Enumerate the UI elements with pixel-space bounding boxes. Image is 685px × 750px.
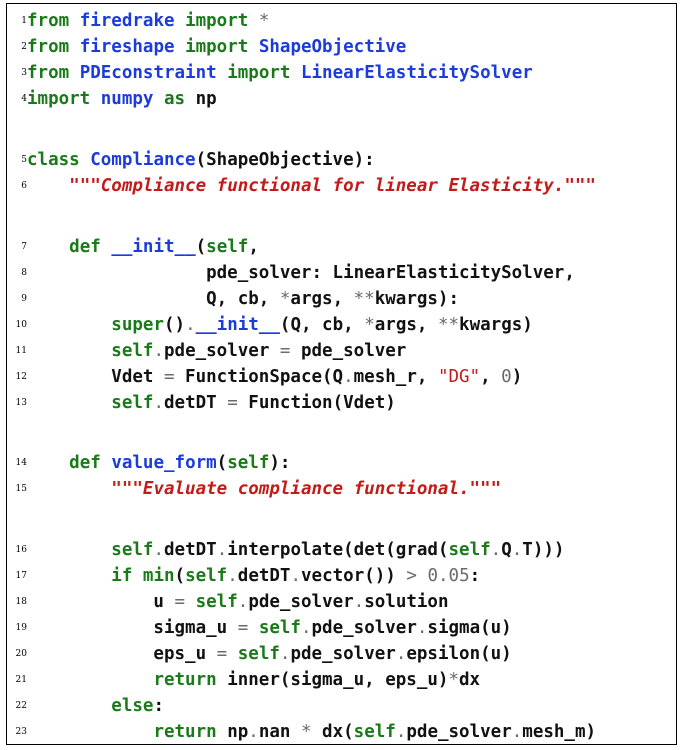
code-text: self.pde_solver = pde_solver bbox=[111, 341, 407, 361]
line-number: 17 bbox=[15, 571, 27, 581]
line-number: 1 bbox=[21, 16, 27, 26]
code-text: def value_form(self): bbox=[69, 453, 291, 473]
code-text: Q, cb, *args, **kwargs): bbox=[27, 289, 460, 309]
line-number: 19 bbox=[15, 623, 27, 633]
code-text: from PDEconstraint import LinearElastici… bbox=[27, 63, 533, 83]
line-number: 2 bbox=[21, 42, 27, 52]
line-number: 12 bbox=[15, 372, 27, 382]
code-text: else: bbox=[111, 696, 164, 716]
code-text: from firedrake import * bbox=[27, 11, 270, 31]
line-number: 14 bbox=[15, 458, 27, 468]
code-text: self.detDT.interpolate(det(grad(self.Q.T… bbox=[111, 540, 565, 560]
code-text: """Evaluate compliance functional.""" bbox=[111, 479, 502, 499]
code-text: from fireshape import ShapeObjective bbox=[27, 37, 407, 57]
code-text: self.detDT = Function(Vdet) bbox=[111, 393, 396, 413]
code-text: """Compliance functional for linear Elas… bbox=[69, 176, 596, 196]
line-number: 21 bbox=[15, 675, 27, 685]
code-text: u = self.pde_solver.solution bbox=[27, 592, 449, 612]
line-number: 16 bbox=[15, 545, 27, 555]
code-text: sigma_u = self.pde_solver.sigma(u) bbox=[27, 618, 512, 638]
code-text: super().__init__(Q, cb, *args, **kwargs) bbox=[111, 315, 533, 335]
code-text: import numpy as np bbox=[27, 89, 217, 109]
code-text: pde_solver: LinearElasticitySolver, bbox=[27, 263, 575, 283]
line-number: 9 bbox=[21, 294, 27, 304]
line-number: 13 bbox=[15, 398, 27, 408]
line-number: 18 bbox=[15, 597, 27, 607]
line-number: 20 bbox=[15, 649, 27, 659]
line-number: 5 bbox=[21, 155, 27, 165]
line-number: 3 bbox=[21, 68, 27, 78]
line-number: 7 bbox=[21, 242, 27, 252]
line-number: 15 bbox=[15, 484, 27, 494]
line-number: 10 bbox=[15, 320, 27, 330]
code-text: return inner(sigma_u, eps_u)*dx bbox=[153, 670, 481, 690]
line-number: 8 bbox=[21, 268, 27, 278]
line-number: 23 bbox=[15, 727, 27, 737]
code-text: return np.nan * dx(self.pde_solver.mesh_… bbox=[153, 722, 597, 742]
code-text: class Compliance(ShapeObjective): bbox=[27, 150, 375, 170]
line-number: 11 bbox=[15, 346, 27, 356]
code-text: eps_u = self.pde_solver.epsilon(u) bbox=[27, 644, 512, 664]
line-number: 6 bbox=[21, 181, 27, 191]
line-number: 22 bbox=[15, 701, 27, 711]
code-text: if min(self.detDT.vector()) > 0.05: bbox=[111, 566, 481, 586]
line-number: 4 bbox=[21, 94, 27, 104]
code-text: Vdet = FunctionSpace(Q.mesh_r, "DG", 0) bbox=[27, 367, 523, 387]
code-text: def __init__(self, bbox=[69, 237, 259, 257]
